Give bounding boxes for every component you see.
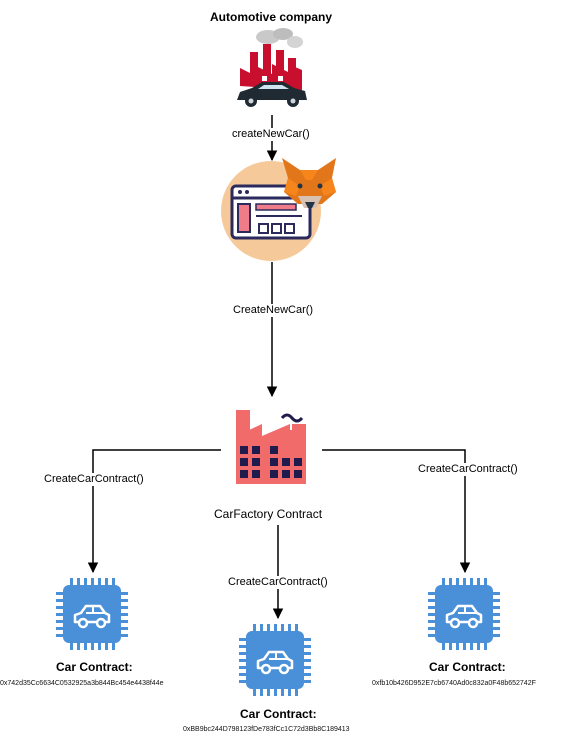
automotive-company-label: Automotive company bbox=[210, 10, 333, 24]
metamask-fox-icon bbox=[282, 158, 336, 208]
car-contract-center-label: Car Contract: bbox=[240, 707, 317, 721]
car-contract-left-label: Car Contract: bbox=[56, 660, 133, 674]
carfactory-contract-label: CarFactory Contract bbox=[214, 507, 323, 521]
dapp-metamask-icon bbox=[221, 158, 336, 261]
edge-label-createnewcar-2: CreateNewCar() bbox=[233, 304, 314, 317]
car-contract-center-address: 0xBB9bc244D798123fDe783fCc1C72d3Bb8C1894… bbox=[183, 726, 350, 733]
edge-factory-to-right-car bbox=[322, 449, 471, 574]
car-contract-chip-icon bbox=[56, 578, 128, 650]
edge-label-createnewcar: createNewCar() bbox=[232, 128, 310, 141]
automotive-company-icon bbox=[237, 28, 307, 107]
car-contract-chip-icon bbox=[428, 578, 500, 650]
car-contract-chip-icon bbox=[239, 624, 311, 696]
edge-label-createcarcontract-left: CreateCarContract() bbox=[44, 473, 144, 486]
car-contract-left-address: 0x742d35Cc6634C0532925a3b844Bc454e4438f4… bbox=[0, 680, 164, 687]
carfactory-icon bbox=[236, 410, 306, 484]
car-contract-right-label: Car Contract: bbox=[429, 660, 506, 674]
edge-label-createcarcontract-right: CreateCarContract() bbox=[418, 463, 518, 476]
edge-label-createcarcontract-center: CreateCarContract() bbox=[228, 576, 328, 589]
edge-factory-to-left-car bbox=[87, 449, 221, 574]
car-contract-right-address: 0xfb10b426D952E7cb6740Ad0c832a0F48b65274… bbox=[372, 680, 536, 687]
